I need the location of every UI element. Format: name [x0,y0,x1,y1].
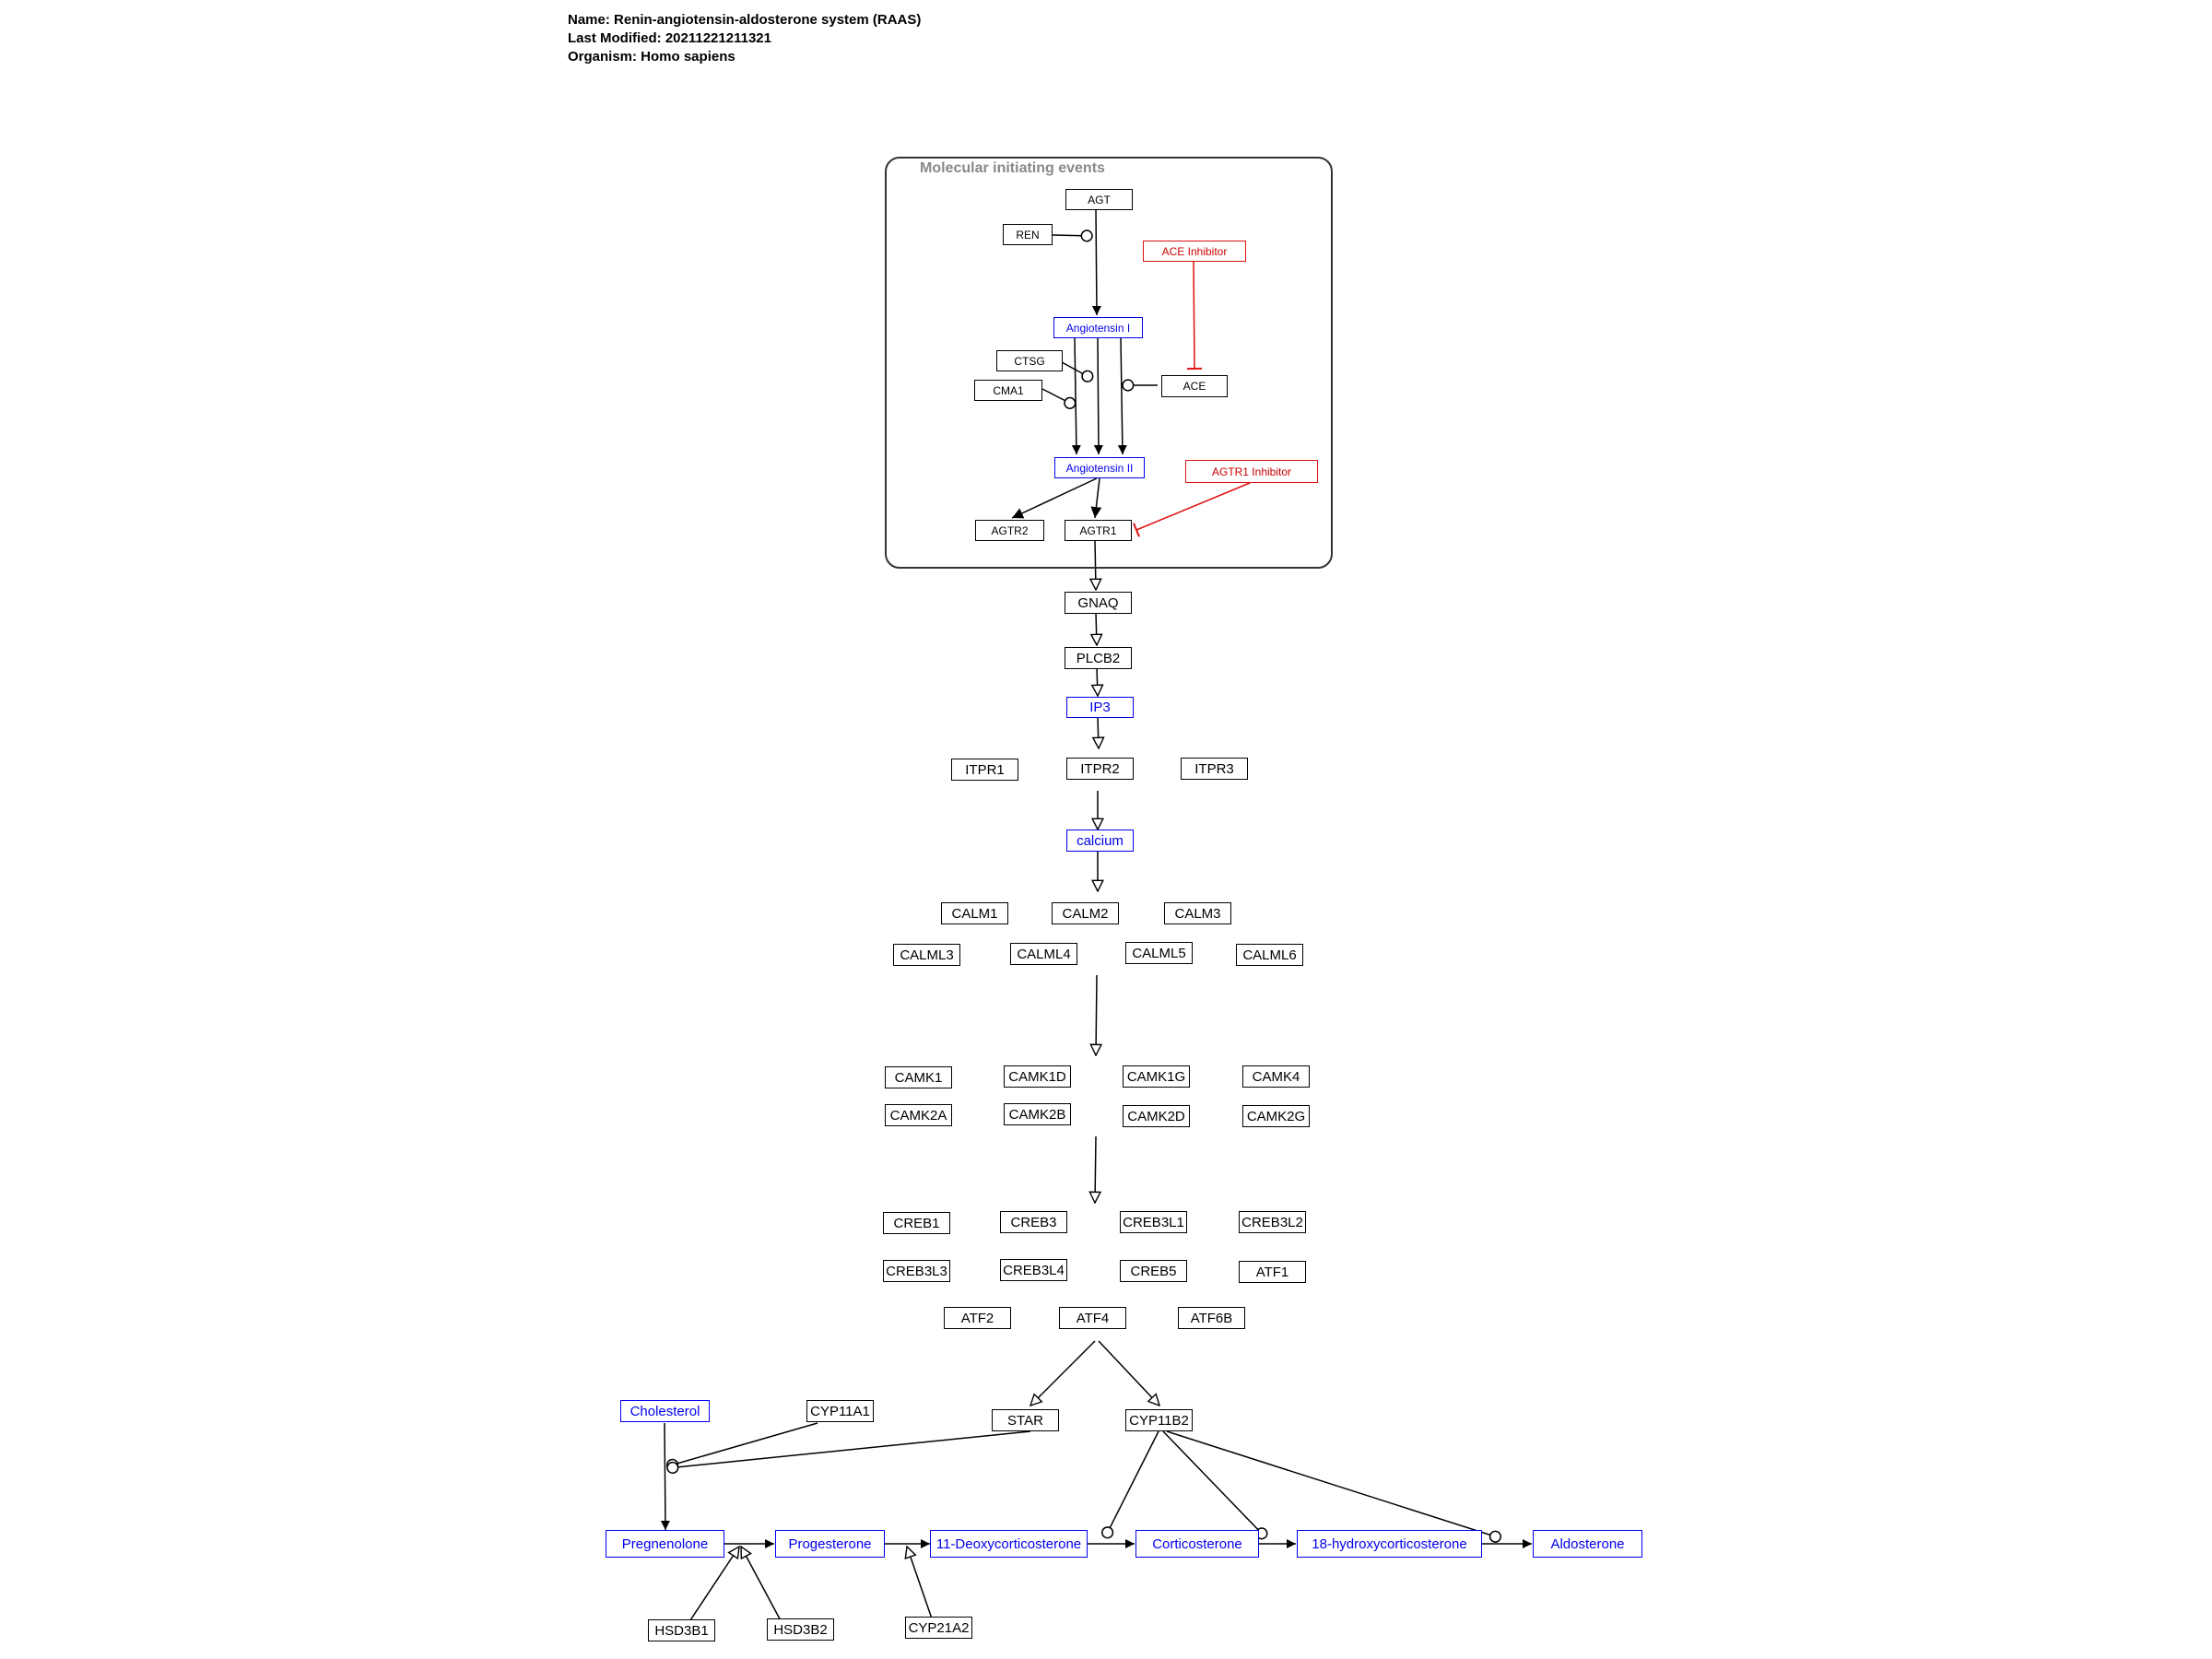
pathway-last-modified: Last Modified: 20211221211321 [568,30,771,46]
edge-cyp11b2-catalysis-3 [1166,1430,1502,1543]
node-camk2d[interactable]: CAMK2D [1123,1105,1190,1127]
node-18-hydroxycorticosterone[interactable]: 18-hydroxycorticosterone [1297,1530,1482,1558]
edge-star-catalysis [666,1430,1031,1475]
node-camk4[interactable]: CAMK4 [1242,1065,1310,1088]
edge-cyp21a2-conversion [907,1547,935,1625]
node-itpr1[interactable]: ITPR1 [951,759,1018,781]
node-agtr1[interactable]: AGTR1 [1065,520,1132,541]
node-creb3l2[interactable]: CREB3L2 [1239,1211,1306,1233]
node-11-deoxycorticosterone[interactable]: 11-Deoxycorticosterone [930,1530,1088,1558]
edge-agt-angiotensin1 [1091,208,1101,316]
node-agtr2[interactable]: AGTR2 [975,520,1044,541]
node-itpr3[interactable]: ITPR3 [1181,758,1248,780]
edge-cyp11a1-catalysis [666,1422,818,1471]
node-plcb2[interactable]: PLCB2 [1065,647,1132,669]
node-camk1d[interactable]: CAMK1D [1004,1065,1071,1088]
node-itpr2[interactable]: ITPR2 [1066,758,1134,780]
node-calm1[interactable]: CALM1 [941,902,1008,924]
node-calml5[interactable]: CALML5 [1125,942,1193,964]
node-camk1g[interactable]: CAMK1G [1123,1065,1190,1088]
node-calml3[interactable]: CALML3 [893,944,960,966]
edge-agtr1-inhibitor-agtr1 [1133,482,1251,537]
node-corticosterone[interactable]: Corticosterone [1135,1530,1259,1558]
group-molecular-initiating-events[interactable] [885,157,1333,569]
node-agt[interactable]: AGT [1065,189,1133,210]
node-ren[interactable]: REN [1003,224,1053,245]
edge-angiotensin2-agtr2 [1011,477,1098,519]
node-gnaq[interactable]: GNAQ [1065,592,1132,614]
node-ip3[interactable]: IP3 [1066,697,1134,718]
edge-camk-creb [1095,1135,1096,1203]
node-calml4[interactable]: CALML4 [1010,943,1077,965]
edge-angiotensin1-angiotensin2-c [1117,337,1127,455]
node-camk2g[interactable]: CAMK2G [1242,1105,1310,1127]
node-hsd3b2[interactable]: HSD3B2 [767,1618,834,1641]
node-creb3l1[interactable]: CREB3L1 [1120,1211,1187,1233]
node-hsd3b1[interactable]: HSD3B1 [648,1619,715,1641]
node-cyp11b2[interactable]: CYP11B2 [1125,1409,1193,1431]
edge-angiotensin1-angiotensin2-b [1093,337,1103,455]
edge-ctsg-catalysis [1061,361,1094,382]
node-cma1[interactable]: CMA1 [974,380,1042,401]
node-atf2[interactable]: ATF2 [944,1307,1011,1329]
node-angiotensin-2[interactable]: Angiotensin II [1054,457,1145,478]
node-ace-inhibitor[interactable]: ACE Inhibitor [1143,241,1246,262]
edge-angiotensin2-agtr1 [1090,477,1102,519]
edge-hsd3b1-conversion [686,1547,739,1627]
node-creb3[interactable]: CREB3 [1000,1211,1067,1233]
node-progesterone[interactable]: Progesterone [775,1530,885,1558]
node-camk1[interactable]: CAMK1 [885,1066,952,1088]
edge-ip3-itpr [1098,716,1099,748]
node-cyp11a1[interactable]: CYP11A1 [806,1400,874,1422]
node-camk2b[interactable]: CAMK2B [1004,1103,1071,1125]
node-calm2[interactable]: CALM2 [1052,902,1119,924]
edge-calm-camk [1096,974,1097,1055]
node-star[interactable]: STAR [992,1409,1059,1431]
node-ctsg[interactable]: CTSG [996,350,1063,371]
node-creb1[interactable]: CREB1 [883,1212,950,1234]
pathway-header: Name: Renin-angiotensin-aldosterone syst… [568,11,921,66]
pathway-name: Name: Renin-angiotensin-aldosterone syst… [568,12,922,28]
edge-gnaq-plcb2 [1096,612,1097,645]
node-atf4[interactable]: ATF4 [1059,1307,1126,1329]
group-label: Molecular initiating events [920,160,1105,176]
node-calml6[interactable]: CALML6 [1236,944,1303,966]
node-atf1[interactable]: ATF1 [1239,1261,1306,1283]
pathway-organism: Organism: Homo sapiens [568,49,735,65]
node-creb3l3[interactable]: CREB3L3 [883,1260,950,1282]
edge-angiotensin1-angiotensin2-a [1071,337,1081,455]
edge-cma1-catalysis [1041,388,1077,409]
node-aldosterone[interactable]: Aldosterone [1533,1530,1642,1558]
edge-hsd3b2-conversion [741,1547,784,1627]
node-creb3l4[interactable]: CREB3L4 [1000,1259,1067,1281]
node-pregnenolone[interactable]: Pregnenolone [606,1530,724,1558]
edge-atf4-cyp11b2 [1098,1340,1159,1406]
node-agtr1-inhibitor[interactable]: AGTR1 Inhibitor [1185,460,1318,483]
node-creb5[interactable]: CREB5 [1120,1260,1187,1282]
node-cholesterol[interactable]: Cholesterol [620,1400,710,1422]
edge-plcb2-ip3 [1097,667,1098,696]
node-angiotensin-1[interactable]: Angiotensin I [1053,317,1143,338]
node-calm3[interactable]: CALM3 [1164,902,1231,924]
edge-atf4-star [1030,1340,1096,1406]
node-cyp21a2[interactable]: CYP21A2 [905,1617,972,1639]
node-ace[interactable]: ACE [1161,375,1228,397]
node-camk2a[interactable]: CAMK2A [885,1104,952,1126]
edge-ren-catalysis [1052,229,1093,242]
edge-agtr1-gnaq [1095,539,1096,590]
node-calcium[interactable]: calcium [1066,830,1134,852]
edge-cyp11b2-catalysis-1 [1101,1430,1159,1539]
edge-cyp11b2-catalysis-2 [1162,1430,1268,1540]
node-atf6b[interactable]: ATF6B [1178,1307,1245,1329]
